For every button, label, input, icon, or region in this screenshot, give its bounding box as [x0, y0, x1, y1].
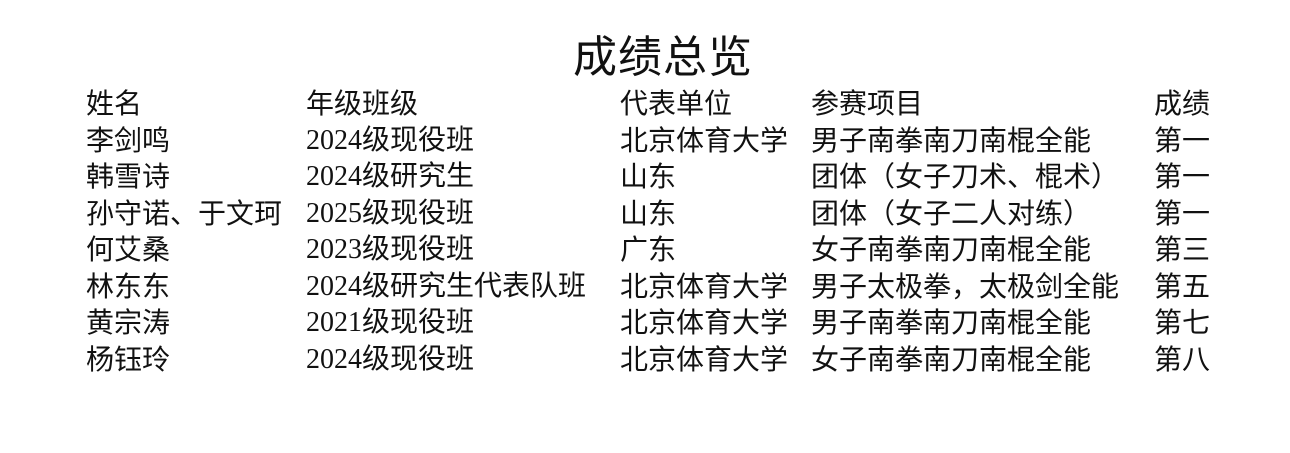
header-result: 成绩: [1154, 87, 1211, 120]
cell-unit: 北京体育大学: [620, 342, 789, 376]
page-title: 成绩总览: [573, 32, 753, 83]
cell-name: 何艾桑: [86, 233, 171, 266]
cell-event: 女子南拳南刀南棍全能: [811, 342, 1092, 376]
cell-name: 韩雪诗: [86, 160, 171, 193]
cell-unit: 山东: [620, 160, 677, 193]
table-row: 林东东 2024级研究生代表队班 北京体育大学 男子太极拳，太极剑全能 第五: [0, 269, 1290, 306]
cell-grade: 2024级现役班: [306, 124, 475, 156]
cell-unit: 山东: [620, 196, 677, 230]
cell-result: 第一: [1154, 160, 1211, 193]
table-row: 孙守诺、于文珂 2025级现役班 山东 团体（女子二人对练） 第一: [0, 196, 1290, 233]
cell-result: 第一: [1154, 196, 1211, 230]
cell-grade: 2025级现役班: [306, 197, 475, 229]
table-row: 杨钰玲 2024级现役班 北京体育大学 女子南拳南刀南棍全能 第八: [0, 342, 1290, 379]
cell-name: 黄宗涛: [86, 306, 171, 339]
cell-event: 男子南拳南刀南棍全能: [811, 306, 1092, 339]
cell-unit: 北京体育大学: [620, 269, 789, 303]
header-event: 参赛项目: [811, 87, 924, 120]
cell-unit: 北京体育大学: [620, 123, 789, 157]
table-row: 韩雪诗 2024级研究生 山东 团体（女子刀术、棍术） 第一: [0, 159, 1290, 196]
cell-grade: 2024级研究生: [306, 161, 475, 192]
cell-event: 男子南拳南刀南棍全能: [811, 123, 1092, 157]
cell-name: 李剑鸣: [86, 123, 171, 157]
cell-event: 团体（女子二人对练）: [811, 196, 1092, 230]
cell-unit: 广东: [620, 233, 677, 266]
cell-result: 第八: [1154, 342, 1211, 376]
results-table: 姓名 年级班级 代表单位 参赛项目 成绩 李剑鸣 2024级现役班 北京体育大学…: [0, 86, 1290, 378]
cell-event: 女子南拳南刀南棍全能: [811, 233, 1092, 266]
cell-result: 第七: [1154, 306, 1211, 339]
cell-name: 孙守诺、于文珂: [86, 196, 283, 230]
cell-name: 林东东: [86, 269, 171, 303]
table-row: 何艾桑 2023级现役班 广东 女子南拳南刀南棍全能 第三: [0, 232, 1290, 269]
header-unit: 代表单位: [620, 87, 733, 120]
cell-grade: 2024级研究生代表队班: [306, 270, 587, 302]
cell-grade: 2023级现役班: [306, 234, 475, 265]
table-header-row: 姓名 年级班级 代表单位 参赛项目 成绩: [0, 86, 1290, 123]
table-row: 黄宗涛 2021级现役班 北京体育大学 男子南拳南刀南棍全能 第七: [0, 305, 1290, 342]
cell-event: 男子太极拳，太极剑全能: [811, 269, 1120, 303]
cell-grade: 2024级现役班: [306, 343, 475, 375]
header-grade: 年级班级: [306, 87, 419, 120]
cell-result: 第一: [1154, 123, 1211, 157]
header-name: 姓名: [86, 87, 143, 120]
cell-result: 第五: [1154, 269, 1211, 303]
cell-event: 团体（女子刀术、棍术）: [811, 160, 1120, 193]
cell-name: 杨钰玲: [86, 342, 171, 376]
cell-grade: 2021级现役班: [306, 307, 475, 338]
cell-unit: 北京体育大学: [620, 306, 789, 339]
table-row: 李剑鸣 2024级现役班 北京体育大学 男子南拳南刀南棍全能 第一: [0, 123, 1290, 160]
cell-result: 第三: [1154, 233, 1211, 266]
